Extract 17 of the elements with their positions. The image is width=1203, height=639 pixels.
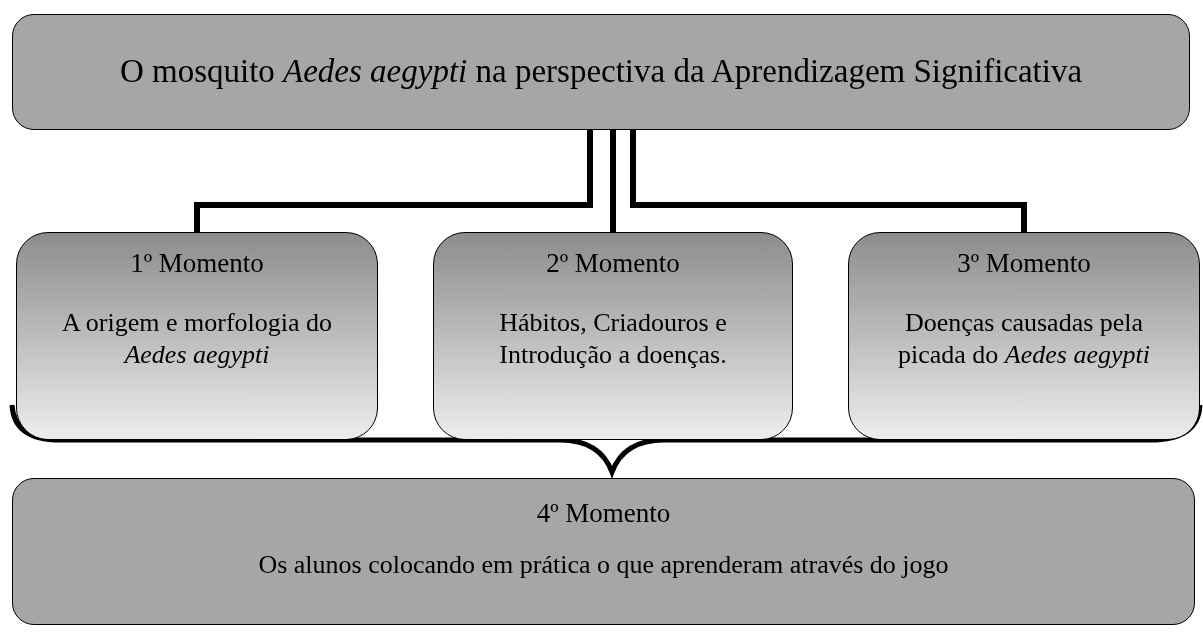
stage-heading: 2º Momento — [545, 247, 681, 280]
connector-line — [630, 130, 1027, 232]
description-text: Doenças causadas pela picada do Aedes aegypti — [897, 306, 1151, 372]
description-text: Os alunos colocando em prática o que aprenderam através do jogo — [257, 548, 950, 581]
title-box — [12, 14, 1190, 130]
stage-heading: 3º Momento — [956, 247, 1092, 280]
connector-line — [610, 130, 616, 232]
stage-box — [848, 232, 1200, 440]
stage-heading: 4º Momento — [535, 497, 672, 530]
description-text: Hábitos, Criadouros e Introdução a doenças. — [498, 306, 728, 372]
description-text: O mosquito Aedes aegypti na perspectiva da Aprendizagem Significativa — [118, 52, 1084, 92]
stage-box — [433, 232, 793, 440]
stage-heading: 1º Momento — [129, 247, 265, 280]
stage-box — [12, 478, 1195, 625]
description-text: A origem e morfologia do Aedes aegypti — [60, 306, 334, 372]
stage-box — [16, 232, 378, 440]
connector-line — [194, 130, 593, 232]
